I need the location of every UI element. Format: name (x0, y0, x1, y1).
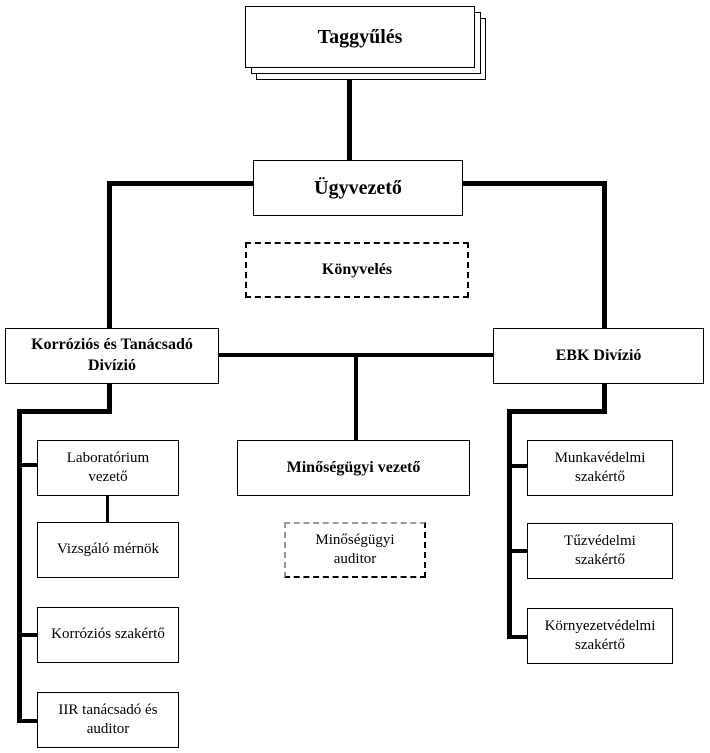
connector-top-ceo (347, 75, 352, 165)
connector-quality-vertical (354, 355, 358, 443)
ebk-unit-3-label: Környezetvédelmi szakértő (544, 617, 656, 654)
ceo-title: Ügyvezető (314, 177, 402, 199)
ceo-box: Ügyvezető (253, 160, 463, 216)
ebk-unit-1-label: Munkavédelmi szakértő (554, 449, 646, 486)
connector-left-spine (17, 409, 22, 723)
corrosion-unit-4: IIR tanácsadó és auditor (37, 692, 179, 748)
accounting-box: Könyvelés (245, 242, 469, 298)
connector-lab-engineer (106, 495, 109, 522)
ebk-division-box: EBK Divízió (493, 328, 704, 384)
quality-manager-title: Minőségügyi vezető (286, 458, 421, 476)
corrosion-unit-1-label: Laboratórium vezető (66, 449, 150, 486)
quality-auditor-title: Minőségügyi auditor (315, 531, 395, 568)
quality-manager-box: Minőségügyi vezető (237, 440, 470, 496)
ebk-unit-1: Munkavédelmi szakértő (527, 440, 673, 496)
corrosion-unit-3-label: Korróziós szakértő (51, 626, 165, 643)
corrosion-unit-1: Laboratórium vezető (37, 440, 179, 496)
ebk-unit-3: Környezetvédelmi szakértő (527, 608, 673, 664)
ebk-unit-2: Tűzvédelmi szakértő (527, 523, 673, 579)
corrosion-division-box: Korróziós és Tanácsadó Divízió (5, 328, 219, 384)
accounting-title: Könyvelés (321, 260, 393, 278)
connector-left-horizontal (107, 181, 257, 186)
connector-left-branch (17, 409, 112, 414)
corrosion-unit-2: Vizsgáló mérnök (37, 522, 179, 578)
tick-ebk-1 (507, 464, 529, 468)
tick-corrosion-1 (17, 463, 39, 467)
ebk-unit-2-label: Tűzvédelmi szakértő (564, 532, 636, 569)
corrosion-unit-4-label: IIR tanácsadó és auditor (58, 701, 158, 738)
quality-auditor-box: Minőségügyi auditor (284, 522, 426, 578)
connector-left-vertical (107, 181, 112, 331)
corrosion-unit-3: Korróziós szakértő (37, 607, 179, 663)
tick-ebk-3 (507, 635, 529, 639)
tick-corrosion-3 (17, 633, 39, 637)
connector-right-branch (507, 409, 607, 414)
connector-right-drop (602, 383, 607, 413)
tick-ebk-2 (507, 549, 529, 553)
connector-right-spine (507, 409, 512, 639)
top-box-title: Taggyűlés (317, 26, 403, 48)
connector-right-horizontal (462, 181, 607, 186)
corrosion-division-title: Korróziós és Tanácsadó Divízió (31, 336, 193, 374)
corrosion-unit-2-label: Vizsgáló mérnök (57, 541, 159, 558)
connector-right-vertical (602, 181, 607, 331)
ebk-division-title: EBK Divízió (555, 346, 642, 364)
connector-left-drop (107, 383, 112, 413)
top-box: Taggyűlés (245, 6, 475, 68)
tick-corrosion-4 (17, 719, 39, 723)
